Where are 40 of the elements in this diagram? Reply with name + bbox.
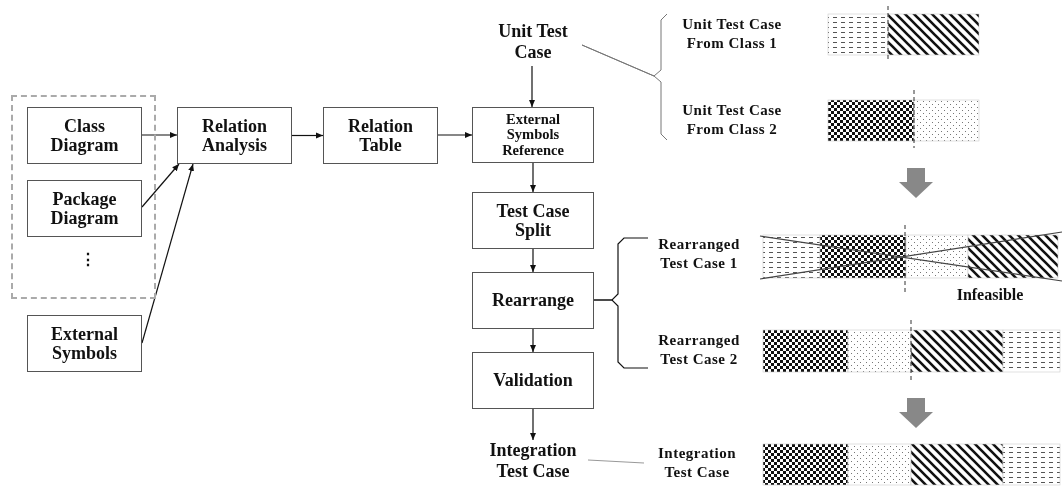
box-label: Relation Analysis xyxy=(201,116,268,155)
box-label: Test Case Split xyxy=(495,201,571,240)
box-label: Relation Table xyxy=(347,116,414,155)
text-label: Unit Test Case From Class 2 xyxy=(668,96,796,144)
arrow xyxy=(437,132,473,138)
leader-line xyxy=(581,44,668,141)
box-label: External Symbols Reference xyxy=(501,112,565,158)
text-label: Unit Test Case xyxy=(488,18,578,66)
process-box xyxy=(27,107,142,164)
process-box xyxy=(27,180,142,237)
leader-line xyxy=(587,459,645,464)
process-box xyxy=(323,107,438,164)
ellipsis-label: ⋮ xyxy=(79,250,97,269)
text-label: Rearranged Test Case 2 xyxy=(648,326,750,374)
process-box xyxy=(177,107,292,164)
text-label: Integration Test Case xyxy=(478,436,588,486)
text-label: Rearranged Test Case 1 xyxy=(648,230,750,278)
infeasible-label: Infeasible xyxy=(955,286,1025,304)
arrow xyxy=(529,65,535,108)
arrow xyxy=(141,132,178,138)
box-label: Validation xyxy=(493,371,573,390)
arrow xyxy=(291,132,324,139)
arrow xyxy=(141,163,194,344)
process-box xyxy=(472,272,594,329)
text-label: Integration Test Case xyxy=(644,440,750,486)
arrow xyxy=(530,408,536,441)
process-box xyxy=(472,192,594,249)
text-label: Unit Test Case From Class 1 xyxy=(668,10,796,58)
process-box xyxy=(472,352,594,409)
arrow xyxy=(530,162,536,193)
dashed-group-frame xyxy=(11,95,156,299)
process-box xyxy=(27,315,142,372)
process-box xyxy=(472,107,594,163)
box-label: Package Diagram xyxy=(49,189,120,228)
leader-line xyxy=(593,299,649,369)
box-label: External Symbols xyxy=(50,324,119,363)
arrow xyxy=(530,248,536,273)
box-label: Class Diagram xyxy=(49,116,120,155)
arrow xyxy=(530,328,536,353)
box-label: Rearrange xyxy=(492,291,574,310)
